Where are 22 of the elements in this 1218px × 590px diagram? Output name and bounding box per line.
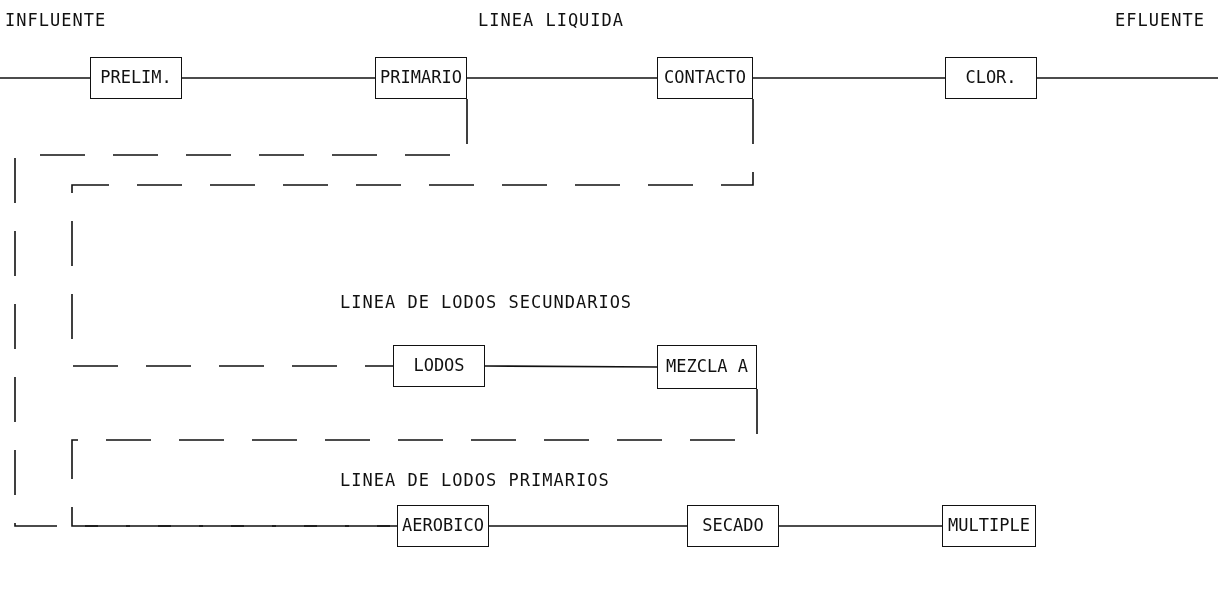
connector-line — [0, 77, 91, 79]
process-box: PRIMARIO — [375, 57, 467, 99]
line-label: EFLUENTE — [1115, 9, 1205, 32]
line-label: INFLUENTE — [5, 9, 107, 32]
process-box: SECADO — [687, 505, 779, 547]
connector-line — [752, 77, 946, 79]
process-box: LODOS — [393, 345, 485, 387]
connector-line — [778, 525, 943, 527]
connector-line — [181, 77, 376, 79]
connector-line — [1036, 77, 1218, 79]
process-box: CONTACTO — [657, 57, 753, 99]
line-label: LINEA LIQUIDA — [478, 9, 625, 32]
process-box: CLOR. — [945, 57, 1037, 99]
process-box: MEZCLA A — [657, 345, 757, 389]
connector-line — [484, 365, 658, 368]
process-box: PRELIM. — [90, 57, 182, 99]
process-box: MULTIPLE — [942, 505, 1036, 547]
line-label: LINEA DE LODOS PRIMARIOS — [340, 469, 610, 492]
connector-line — [488, 525, 688, 527]
process-box: AEROBICO — [397, 505, 489, 547]
connector-line — [466, 77, 658, 79]
line-label: LINEA DE LODOS SECUNDARIOS — [340, 291, 633, 314]
